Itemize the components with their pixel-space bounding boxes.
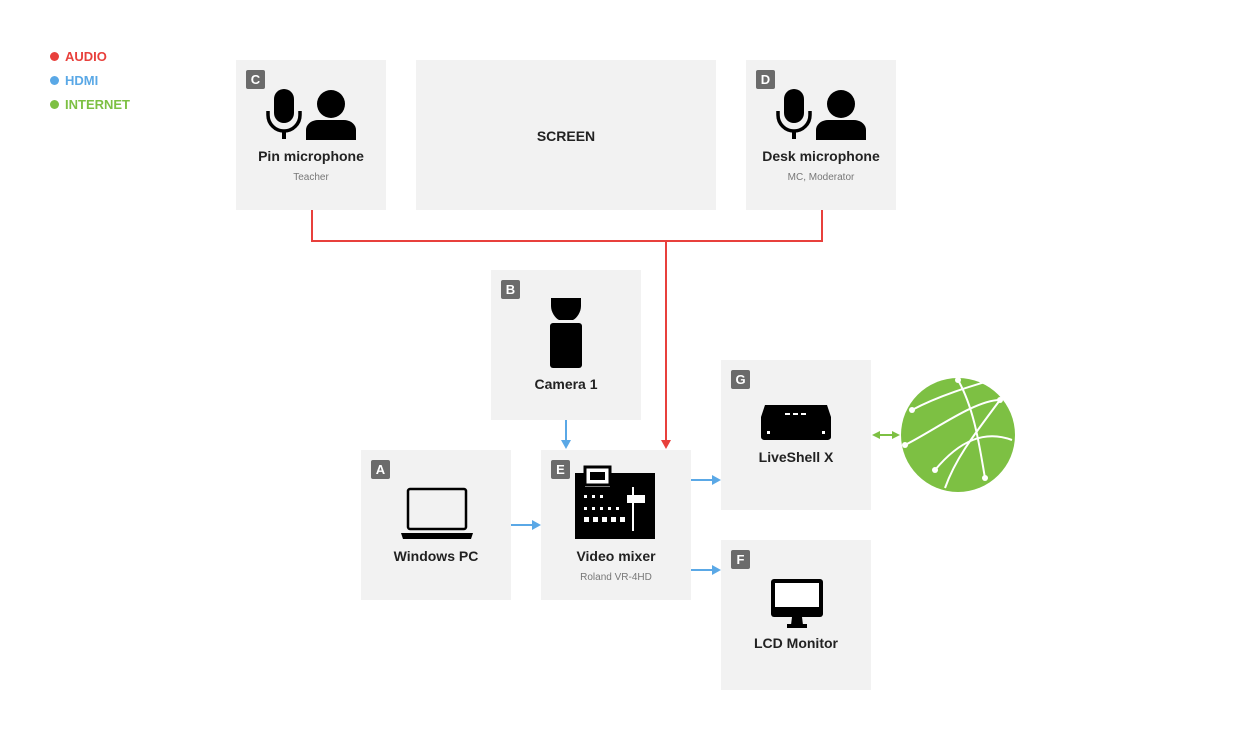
legend-hdmi-label: HDMI bbox=[65, 73, 99, 88]
legend-hdmi-dot bbox=[50, 76, 59, 85]
badge-g: G bbox=[731, 370, 750, 389]
card-subtitle: Roland VR-4HD bbox=[580, 572, 652, 583]
card-liveshell-x: G LiveShell X bbox=[721, 360, 871, 510]
card-subtitle: MC, Moderator bbox=[787, 172, 855, 183]
microphone-icon bbox=[266, 89, 302, 139]
legend-hdmi: HDMI bbox=[50, 73, 98, 88]
person-icon bbox=[816, 90, 866, 140]
legend-audio-dot bbox=[50, 52, 59, 61]
card-pin-microphone: C Pin microphone Teacher bbox=[236, 60, 386, 210]
video-mixer-icon bbox=[575, 465, 655, 539]
monitor-icon bbox=[771, 579, 823, 628]
badge-a: A bbox=[371, 460, 390, 479]
legend-audio: AUDIO bbox=[50, 49, 107, 64]
laptop-icon bbox=[401, 487, 473, 539]
internet-arrow-left bbox=[872, 431, 880, 439]
microphone-icon bbox=[776, 89, 812, 139]
card-screen: SCREEN bbox=[416, 60, 716, 210]
card-video-mixer: E Video mixer Roland VR-4HD bbox=[541, 450, 691, 600]
hdmi-arrow-pc bbox=[532, 520, 541, 530]
legend-internet-dot bbox=[50, 100, 59, 109]
card-title: Pin microphone bbox=[258, 148, 364, 164]
hdmi-arrow-liveshell bbox=[712, 475, 721, 485]
legend-internet: INTERNET bbox=[50, 97, 130, 112]
badge-e: E bbox=[551, 460, 570, 479]
card-camera: B Camera 1 bbox=[491, 270, 641, 420]
badge-d: D bbox=[756, 70, 775, 89]
card-title: Video mixer bbox=[576, 548, 656, 564]
card-title: Windows PC bbox=[393, 548, 479, 564]
hdmi-arrow-monitor bbox=[712, 565, 721, 575]
badge-b: B bbox=[501, 280, 520, 299]
streaming-box-icon bbox=[761, 405, 831, 440]
badge-c: C bbox=[246, 70, 265, 89]
card-windows-pc: A Windows PC bbox=[361, 450, 511, 600]
audio-arrow bbox=[661, 440, 671, 449]
card-title: Camera 1 bbox=[534, 376, 598, 392]
card-lcd-monitor: F LCD Monitor bbox=[721, 540, 871, 690]
globe-icon bbox=[901, 377, 1015, 492]
card-title: LiveShell X bbox=[758, 449, 834, 465]
badge-f: F bbox=[731, 550, 750, 569]
legend-audio-label: AUDIO bbox=[65, 49, 107, 64]
card-title: Desk microphone bbox=[762, 148, 880, 164]
person-icon bbox=[306, 90, 356, 140]
card-desk-microphone: D Desk microphone MC, Moderator bbox=[746, 60, 896, 210]
hdmi-arrow-camera bbox=[561, 440, 571, 449]
screen-label: SCREEN bbox=[536, 128, 596, 144]
card-title: LCD Monitor bbox=[754, 635, 838, 651]
camera-icon bbox=[550, 298, 582, 368]
internet-arrow-right bbox=[892, 431, 900, 439]
legend-internet-label: INTERNET bbox=[65, 97, 130, 112]
card-subtitle: Teacher bbox=[293, 172, 329, 183]
audio-wire bbox=[311, 210, 823, 440]
